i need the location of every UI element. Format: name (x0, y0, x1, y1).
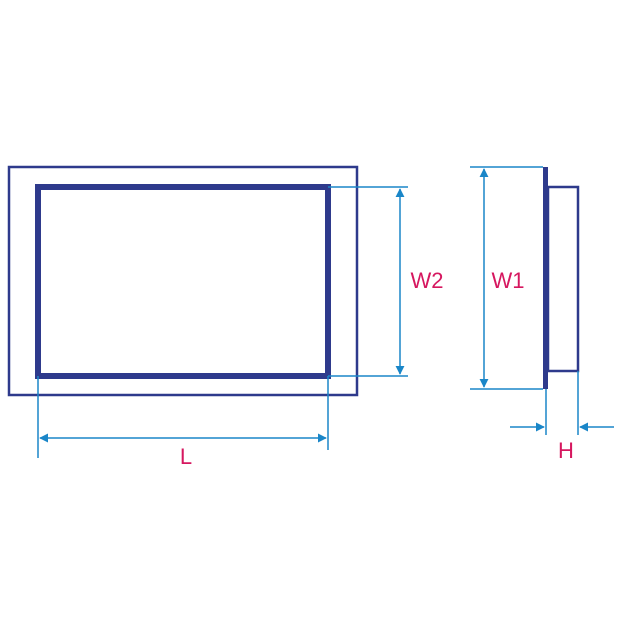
inner-frame (35, 184, 331, 379)
side-view (543, 167, 580, 389)
height-label: H (558, 438, 574, 463)
inner-width-label: W2 (411, 268, 444, 293)
outer-width-label: W1 (492, 268, 525, 293)
side-body (546, 185, 580, 373)
front-view (7, 165, 359, 397)
dimension-lines (37, 166, 614, 458)
side-flange (543, 167, 548, 389)
dimension-labels: L W2 W1 H (180, 268, 574, 469)
length-label: L (180, 444, 192, 469)
outer-frame (7, 165, 359, 397)
